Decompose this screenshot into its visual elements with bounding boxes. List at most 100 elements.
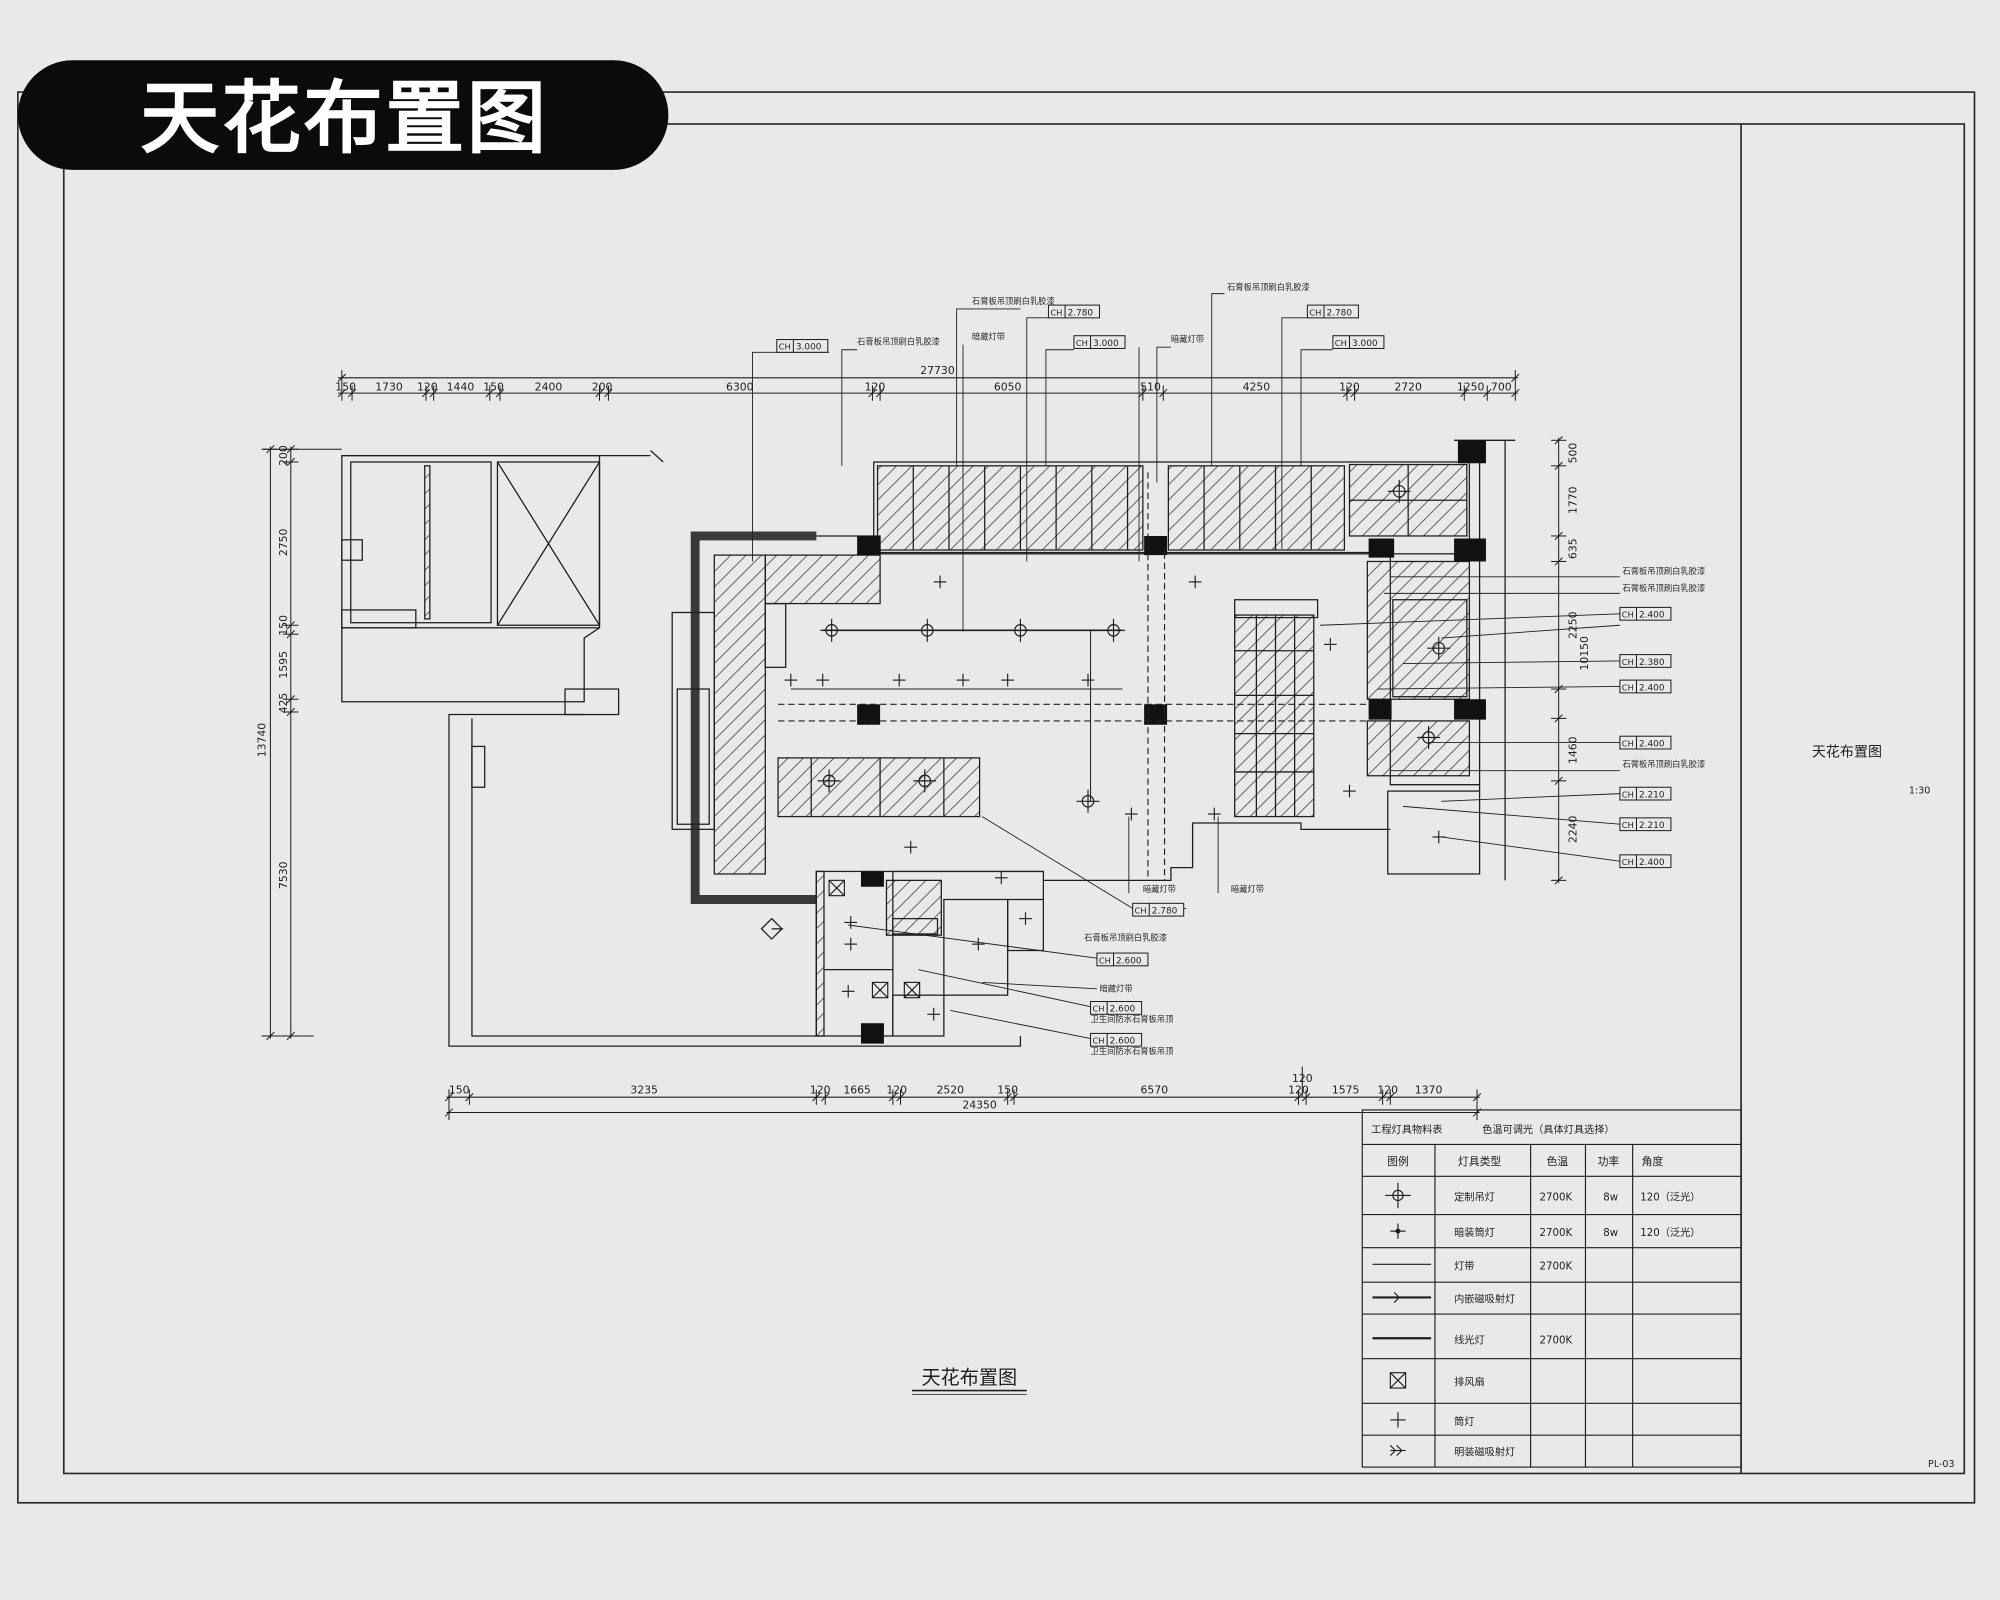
ceiling-height-prefix: CH — [1622, 682, 1634, 692]
dimension-label: 4250 — [1243, 381, 1271, 394]
title-badge: 天花布置图 — [17, 60, 669, 170]
dimension-label: 120 — [417, 381, 438, 394]
downlight-icon — [816, 673, 830, 687]
ceiling-height-value: 2.400 — [1639, 683, 1665, 693]
ceiling-height-tag: CH 2.780 — [1132, 902, 1185, 917]
legend-row-type: 线光灯 — [1454, 1333, 1485, 1346]
dimension-overall-label: 10150 — [1578, 636, 1591, 671]
ceiling-height-value: 3.000 — [1093, 339, 1119, 349]
downlight-icon — [904, 840, 918, 854]
ceiling-height-prefix: CH — [1092, 1004, 1104, 1014]
dimension-label: 1665 — [843, 1083, 871, 1096]
lighting-legend-table: 工程灯具物料表 色温可调光（具体灯具选择） 图例 灯具类型 色温 功率 角度 — [1361, 1109, 1742, 1468]
pendant-lamp-icon — [1427, 636, 1451, 660]
annotation-note: 卫生间防水石膏板吊顶 — [1091, 1046, 1174, 1056]
entry-marker-icon — [760, 917, 784, 940]
dimension-label: 120 — [865, 381, 886, 394]
dimension-label: 120 — [886, 1083, 907, 1096]
pendant-lamp-icon — [820, 618, 844, 642]
drawing-scale: 1:30 — [1909, 786, 1930, 797]
legend-row-angle: 120（泛光） — [1640, 1226, 1700, 1239]
downlight-icon — [1207, 807, 1221, 821]
annotation-note: 暗藏灯带 — [972, 332, 1005, 342]
dimension-label: 6570 — [1141, 1083, 1169, 1096]
pendant-lamp-icon — [1076, 789, 1100, 813]
downlight-icon — [1188, 575, 1202, 589]
dimension-label: 500 — [1567, 443, 1580, 464]
light-fixtures — [784, 479, 1451, 1021]
exhaust-fan-icon — [828, 879, 845, 897]
downlight-icon — [994, 871, 1008, 885]
dimension-label: 1595 — [277, 651, 290, 679]
surface-track-icon — [1389, 1445, 1406, 1457]
dimension-label: 150 — [277, 615, 290, 636]
ceiling-height-value: 2.780 — [1068, 308, 1094, 318]
annotation-note: 石膏板吊顶刷白乳胶漆 — [1622, 583, 1705, 593]
ceiling-height-value: 2.780 — [1152, 907, 1178, 917]
magnetic-track-icon — [1372, 1291, 1432, 1303]
ceiling-height-value: 2.600 — [1110, 1037, 1136, 1047]
downlight-icon — [844, 937, 858, 951]
dimension-label: 150 — [997, 1083, 1018, 1096]
legend-header-power: 功率 — [1598, 1154, 1620, 1168]
ceiling-height-value: 3.000 — [796, 343, 822, 353]
legend-header-angle: 角度 — [1642, 1154, 1664, 1168]
ceiling-height-value: 2.400 — [1639, 858, 1665, 868]
ceiling-height-value: 2.400 — [1639, 611, 1665, 621]
ceiling-height-value: 2.210 — [1639, 790, 1665, 800]
dimension-label: 120 — [1339, 381, 1360, 394]
legend-row-type: 筒灯 — [1454, 1415, 1474, 1428]
dimension-label: 200 — [277, 445, 290, 466]
legend-row-cct: 2700K — [1540, 1193, 1573, 1204]
ceiling-height-value: 2.600 — [1116, 956, 1142, 966]
side-panel-title: 天花布置图 — [1812, 745, 1882, 761]
dimension-label: 1730 — [375, 381, 403, 394]
downlight-icon — [956, 673, 970, 687]
dimension-label: 1460 — [1567, 736, 1580, 764]
dimension-overall-label: 13740 — [255, 723, 268, 758]
ceiling-height-tag: CH 2.380 — [1619, 654, 1672, 668]
ceiling-height-prefix: CH — [1622, 657, 1634, 667]
dimension-label: 150 — [449, 1083, 470, 1096]
dimension-label: 635 — [1567, 538, 1580, 559]
legend-row-type: 明装磁吸射灯 — [1454, 1446, 1515, 1459]
legend-row-power: 8w — [1603, 1193, 1618, 1204]
ceiling-height-prefix: CH — [1335, 338, 1347, 348]
ceiling-height-value: 2.380 — [1639, 658, 1665, 668]
pendant-lamp-icon — [913, 769, 937, 793]
ceiling-height-prefix: CH — [1622, 789, 1634, 799]
dimension-label: 2720 — [1394, 381, 1422, 394]
downlight-icon — [1390, 1223, 1406, 1239]
legend-row-cct: 2700K — [1540, 1261, 1573, 1272]
ceiling-height-prefix: CH — [1622, 820, 1634, 830]
leader-lines — [752, 293, 1620, 1039]
dimension-label: 3235 — [630, 1083, 658, 1096]
downlight-icon — [933, 575, 947, 589]
legend-row-type: 定制吊灯 — [1454, 1191, 1495, 1204]
structural-columns — [857, 440, 1486, 1044]
dimension-label: 1250 — [1457, 381, 1485, 394]
downlight-icon — [1343, 784, 1356, 798]
pendant-lamp-icon — [1387, 479, 1411, 503]
dimension-label: 1770 — [1567, 486, 1580, 514]
annotation-note: 石膏板吊顶刷白乳胶漆 — [1622, 759, 1705, 769]
drawing-caption-text: 天花布置图 — [922, 1366, 1018, 1389]
legend-row-type: 灯带 — [1454, 1260, 1474, 1272]
dimension-label: 1440 — [447, 381, 475, 394]
legend-row-cct: 2700K — [1540, 1335, 1573, 1346]
annotation-note: 暗藏灯带 — [1143, 884, 1176, 894]
dimension-label: 510 — [1140, 381, 1161, 394]
dimension-lines — [261, 370, 1567, 1121]
legend-row-type: 暗装筒灯 — [1454, 1226, 1495, 1239]
pendant-lamp-icon — [817, 769, 841, 793]
ceiling-height-prefix: CH — [1135, 906, 1147, 916]
annotation-note: 石膏板吊顶刷白乳胶漆 — [1227, 282, 1310, 292]
